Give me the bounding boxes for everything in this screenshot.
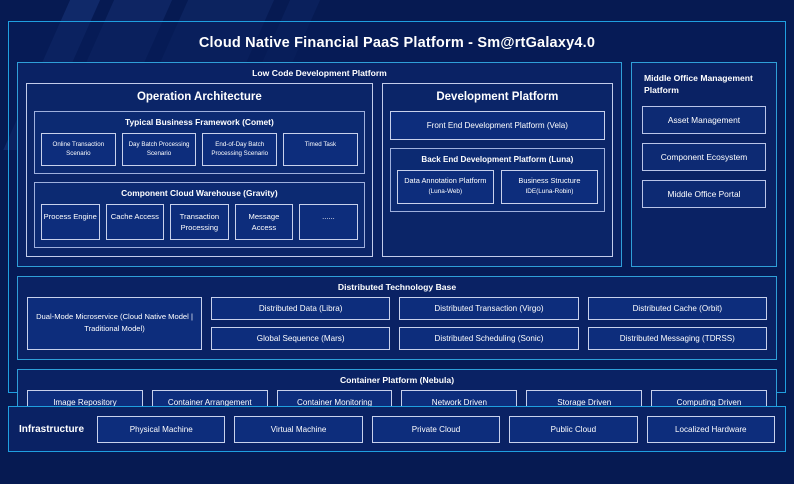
warehouse-item-message-access[interactable]: Message Access (234, 203, 294, 240)
container-platform-header: Container Platform (Nebula) (339, 374, 455, 385)
data-annotation-platform-code: (Luna-Web) (428, 187, 463, 195)
top-row: Low Code Development Platform Operation … (17, 62, 777, 267)
development-platform-title: Development Platform (436, 91, 559, 103)
typical-business-framework-group: Typical Business Framework (Comet) Onlin… (34, 111, 365, 174)
warehouse-item-more[interactable]: ...... (299, 203, 358, 240)
typical-business-framework-items: Online Transaction Scenario Day Batch Pr… (41, 133, 358, 166)
warehouse-item-transaction-processing[interactable]: Transaction Processing (170, 203, 229, 240)
low-code-development-platform-section: Low Code Development Platform Operation … (17, 62, 622, 267)
data-annotation-platform-name: Data Annotation Platform (404, 176, 487, 185)
distributed-item-global-sequence-mars[interactable]: Global Sequence (Mars) (211, 326, 391, 350)
distributed-technology-base-header: Distributed Technology Base (337, 281, 457, 292)
framework-item-online-transaction[interactable]: Online Transaction Scenario (41, 133, 116, 166)
distributed-column-3: Distributed Cache (Orbit) Distributed Me… (587, 296, 767, 350)
back-end-development-platform-title: Back End Development Platform (Luna) (421, 155, 574, 164)
distributed-item-messaging-tdrss[interactable]: Distributed Messaging (TDRSS) (587, 326, 767, 350)
distributed-technology-base-body: Dual-Mode Microservice (Cloud Native Mod… (18, 296, 776, 359)
architecture-diagram-panel: Cloud Native Financial PaaS Platform - S… (8, 21, 786, 425)
back-end-item-business-structure-ide[interactable]: Business Structure IDE(Luna-Robin) (500, 170, 598, 204)
distributed-item-data-libra[interactable]: Distributed Data (Libra) (211, 296, 391, 320)
framework-item-end-of-day-batch[interactable]: End-of-Day Batch Processing Scenario (202, 133, 278, 166)
infrastructure-item-physical-machine[interactable]: Physical Machine (97, 415, 226, 443)
middle-office-item-portal[interactable]: Middle Office Portal (642, 179, 766, 208)
low-code-header: Low Code Development Platform (252, 68, 387, 78)
component-cloud-warehouse-items: Process Engine Cache Access Transaction … (41, 203, 358, 240)
back-end-development-platform-group: Back End Development Platform (Luna) Dat… (389, 148, 605, 212)
infrastructure-item-public-cloud[interactable]: Public Cloud (509, 415, 638, 443)
warehouse-item-process-engine[interactable]: Process Engine (41, 203, 100, 240)
middle-office-item-asset-management[interactable]: Asset Management (642, 105, 766, 134)
component-cloud-warehouse-title: Component Cloud Warehouse (Gravity) (121, 187, 278, 198)
distributed-technology-columns: Distributed Data (Libra) Global Sequence… (211, 296, 767, 350)
infrastructure-section: Infrastructure Physical Machine Virtual … (8, 406, 786, 452)
distributed-technology-base-section: Distributed Technology Base Dual-Mode Mi… (17, 275, 777, 360)
distributed-item-transaction-virgo[interactable]: Distributed Transaction (Virgo) (399, 296, 579, 320)
business-structure-name: Business Structure (518, 176, 581, 185)
framework-item-day-batch[interactable]: Day Batch Processing Scenario (121, 133, 197, 166)
middle-office-management-platform-section: Middle Office Management Platform Asset … (631, 62, 777, 267)
operation-architecture-panel: Operation Architecture Typical Business … (26, 83, 373, 257)
infrastructure-label: Infrastructure (19, 423, 85, 435)
dual-mode-microservice-box[interactable]: Dual-Mode Microservice (Cloud Native Mod… (27, 296, 202, 350)
back-end-sub-items: Data Annotation Platform (Luna-Web) Busi… (396, 170, 598, 204)
component-cloud-warehouse-group: Component Cloud Warehouse (Gravity) Proc… (34, 181, 365, 248)
low-code-columns: Operation Architecture Typical Business … (18, 83, 621, 266)
diagram-body: Low Code Development Platform Operation … (9, 62, 785, 433)
infrastructure-item-virtual-machine[interactable]: Virtual Machine (234, 415, 363, 443)
infrastructure-item-localized-hardware[interactable]: Localized Hardware (646, 415, 775, 443)
middle-office-item-component-ecosystem[interactable]: Component Ecosystem (642, 142, 766, 171)
distributed-item-scheduling-sonic[interactable]: Distributed Scheduling (Sonic) (399, 326, 579, 350)
middle-office-title: Middle Office Management Platform (644, 73, 753, 96)
page-title: Cloud Native Financial PaaS Platform - S… (198, 35, 596, 51)
warehouse-item-cache-access[interactable]: Cache Access (105, 203, 165, 240)
distributed-column-1: Distributed Data (Libra) Global Sequence… (211, 296, 391, 350)
distributed-column-2: Distributed Transaction (Virgo) Distribu… (399, 296, 579, 350)
back-end-item-data-annotation-platform[interactable]: Data Annotation Platform (Luna-Web) (396, 170, 494, 204)
distributed-item-cache-orbit[interactable]: Distributed Cache (Orbit) (587, 296, 767, 320)
framework-item-timed-task[interactable]: Timed Task (283, 133, 358, 166)
infrastructure-item-private-cloud[interactable]: Private Cloud (371, 415, 501, 443)
operation-architecture-title: Operation Architecture (136, 91, 262, 103)
typical-business-framework-title: Typical Business Framework (Comet) (124, 117, 274, 127)
front-end-development-platform[interactable]: Front End Development Platform (Vela) (389, 111, 605, 140)
development-platform-panel: Development Platform Front End Developme… (381, 83, 613, 257)
business-structure-code: IDE(Luna-Robin) (525, 187, 574, 195)
